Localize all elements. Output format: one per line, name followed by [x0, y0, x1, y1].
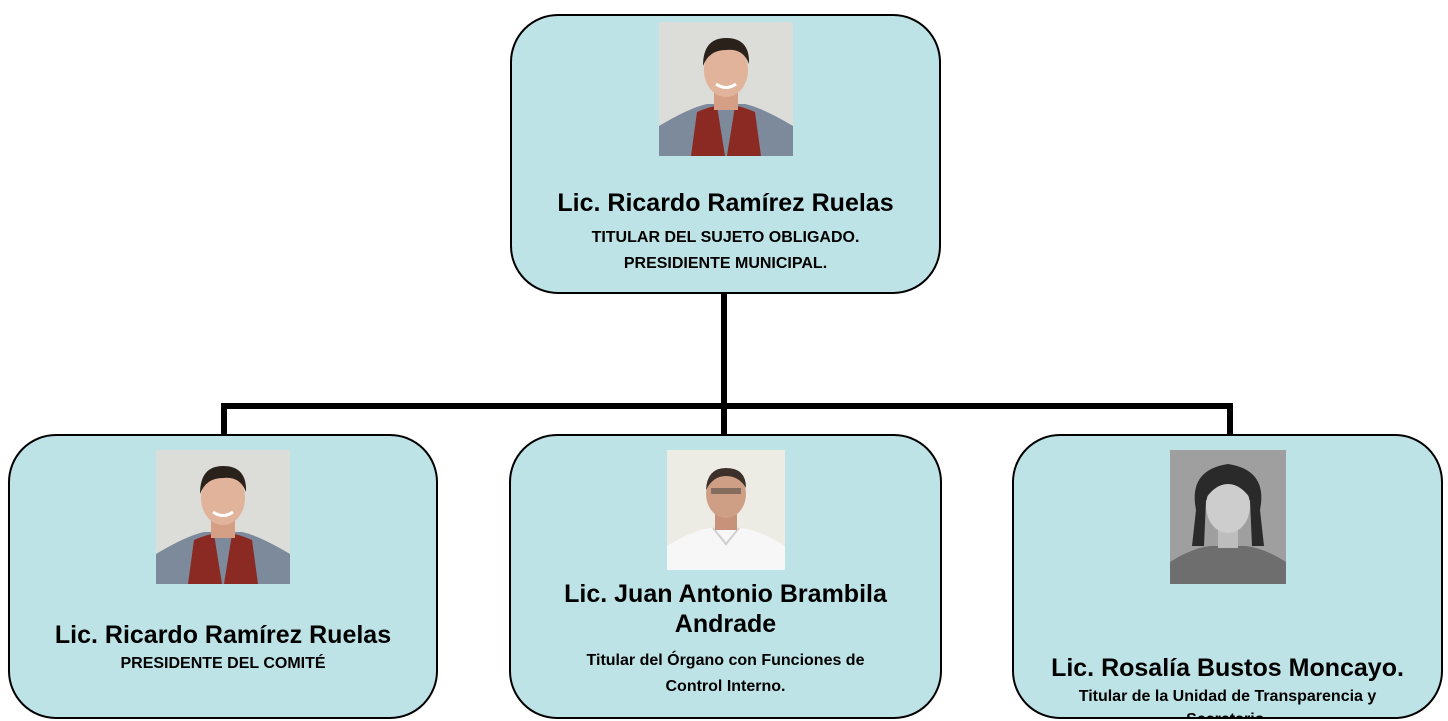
org-node-transparencia: Lic. Rosalía Bustos Moncayo. Titular de …	[1012, 434, 1443, 719]
portrait-man-smiling-icon	[658, 22, 793, 156]
connector-drop-center	[721, 403, 727, 437]
connector-vertical-root	[721, 292, 727, 435]
portrait-man-white-shirt-icon	[666, 450, 785, 570]
node-role-line: Control Interno.	[665, 678, 786, 695]
org-node-presidente-comite: Lic. Ricardo Ramírez Ruelas PRESIDENTE D…	[8, 434, 438, 719]
node-name: Lic. Ricardo Ramírez Ruelas	[54, 621, 392, 649]
portrait-woman-grayscale-icon	[1169, 450, 1286, 584]
org-node-titular: Lic. Ricardo Ramírez Ruelas TITULAR DEL …	[510, 14, 941, 294]
node-role-line: TITULAR DEL SUJETO OBLIGADO.	[591, 229, 860, 246]
node-name: Lic. Ricardo Ramírez Ruelas	[557, 189, 894, 217]
node-name: Andrade	[674, 610, 777, 638]
portrait-man-smiling-icon	[156, 450, 290, 584]
node-role-line: PRESIDIENTE MUNICIPAL.	[623, 255, 828, 272]
connector-drop-right	[1227, 403, 1233, 437]
connector-horizontal-bar	[221, 403, 1233, 409]
connector-drop-left	[221, 403, 227, 437]
node-role-line: Titular de la Unidad de Transparencia y	[1078, 688, 1377, 705]
node-role-line: Secretario.	[1014, 709, 1441, 717]
org-node-control-interno: Lic. Juan Antonio Brambila Andrade Titul…	[509, 434, 942, 719]
node-role-line: Titular del Órgano con Funciones de	[586, 652, 865, 669]
node-name: Lic. Rosalía Bustos Moncayo.	[1051, 654, 1404, 682]
node-role-line: PRESIDENTE DEL COMITÉ	[120, 655, 326, 672]
node-name: Lic. Juan Antonio Brambila	[564, 580, 887, 608]
